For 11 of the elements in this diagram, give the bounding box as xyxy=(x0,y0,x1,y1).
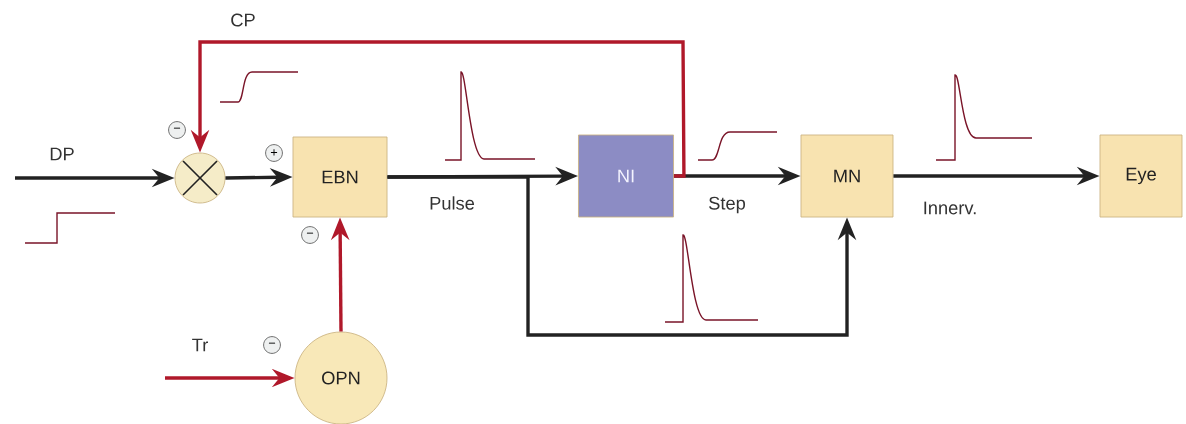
process-box: Eye xyxy=(1099,134,1183,218)
process-box: MN xyxy=(800,134,894,218)
process-box: EBN xyxy=(292,136,388,218)
summing-junction xyxy=(174,152,226,204)
edge-label: Innerv. xyxy=(921,200,979,216)
edge-label: Tr xyxy=(190,337,210,353)
edge-label: CP xyxy=(228,12,258,28)
edge-label: Pulse xyxy=(427,194,477,212)
edge-label: DP xyxy=(47,146,77,162)
edge-label: Step xyxy=(706,195,748,215)
process-box: NI xyxy=(578,134,674,218)
